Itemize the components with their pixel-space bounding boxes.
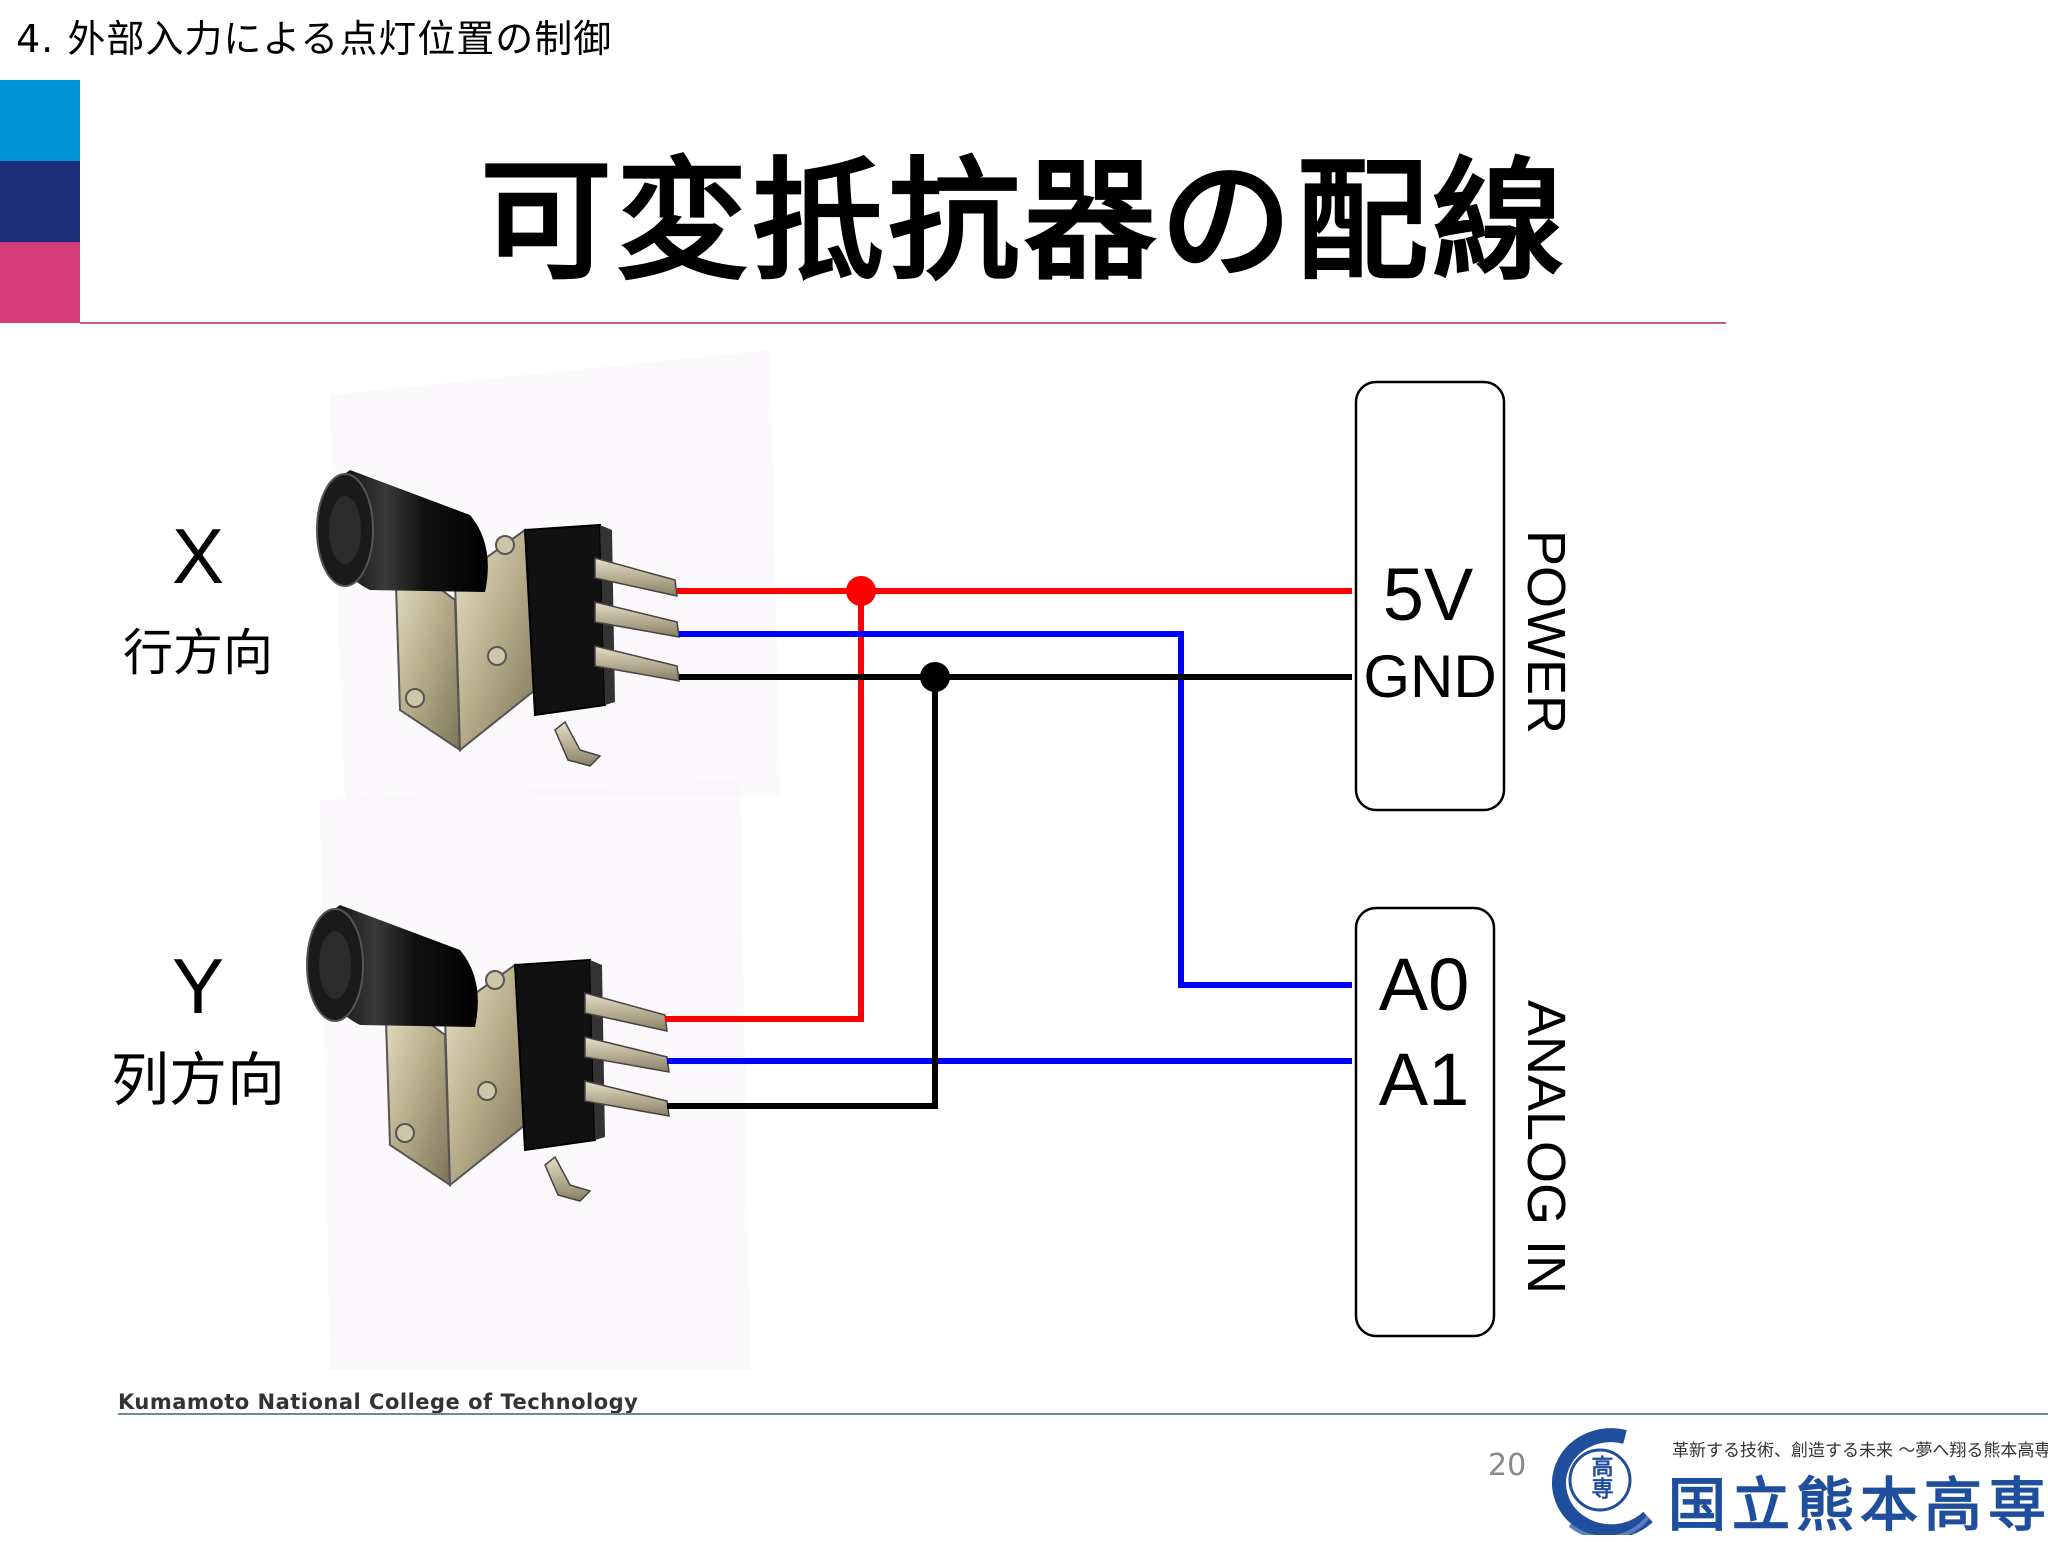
pot-x-desc: 行方向 (123, 625, 273, 681)
signal-wires (667, 631, 1352, 1064)
page-number: 20 (1488, 1448, 1527, 1483)
accent-bar-navy (0, 161, 80, 242)
vcc-wires (665, 588, 1352, 1022)
gnd-wires (667, 674, 1352, 1109)
accent-bar-pink (0, 242, 80, 323)
potentiometer-y-image (306, 780, 750, 1370)
accent-bar-cyan (0, 80, 80, 161)
power-header-box (1354, 380, 1506, 812)
wiring-diagram: X 行方向 Y 列方向 5V GND A0 A1 POWER ANALOG IN (111, 350, 1576, 1370)
pin-5v-label: 5V (1383, 553, 1474, 636)
section-label: 4. 外部入力による点灯位置の制御 (16, 17, 613, 61)
analog-header-box (1354, 906, 1496, 1338)
logo-name: 国立熊本高専 (1668, 1471, 2048, 1539)
kosen-logo-icon: 高専 (1552, 1428, 1653, 1535)
gnd-junction-dot (920, 662, 950, 692)
pin-a0-label: A0 (1379, 943, 1470, 1026)
pot-y-letter: Y (172, 942, 224, 1030)
pot-x-letter: X (172, 512, 224, 600)
potentiometer-x-image (316, 350, 780, 800)
logo-tagline: 革新する技術、創造する未来 ～夢へ翔る熊本高専～ (1672, 1441, 2048, 1461)
pin-gnd-label: GND (1363, 643, 1496, 710)
analog-header-label: ANALOG IN (1516, 1000, 1576, 1294)
footer-college-name: Kumamoto National College of Technology (118, 1390, 639, 1414)
pin-a1-label: A1 (1379, 1038, 1470, 1121)
slide-title: 可変抵抗器の配線 (480, 145, 1568, 299)
title-divider (80, 322, 1726, 324)
vcc-junction-dot (846, 576, 876, 606)
footer-divider (118, 1413, 2048, 1415)
power-header-label: POWER (1516, 530, 1576, 734)
logo-emblem-text: 高専 (1588, 1454, 1614, 1499)
pot-y-desc: 列方向 (111, 1048, 285, 1113)
